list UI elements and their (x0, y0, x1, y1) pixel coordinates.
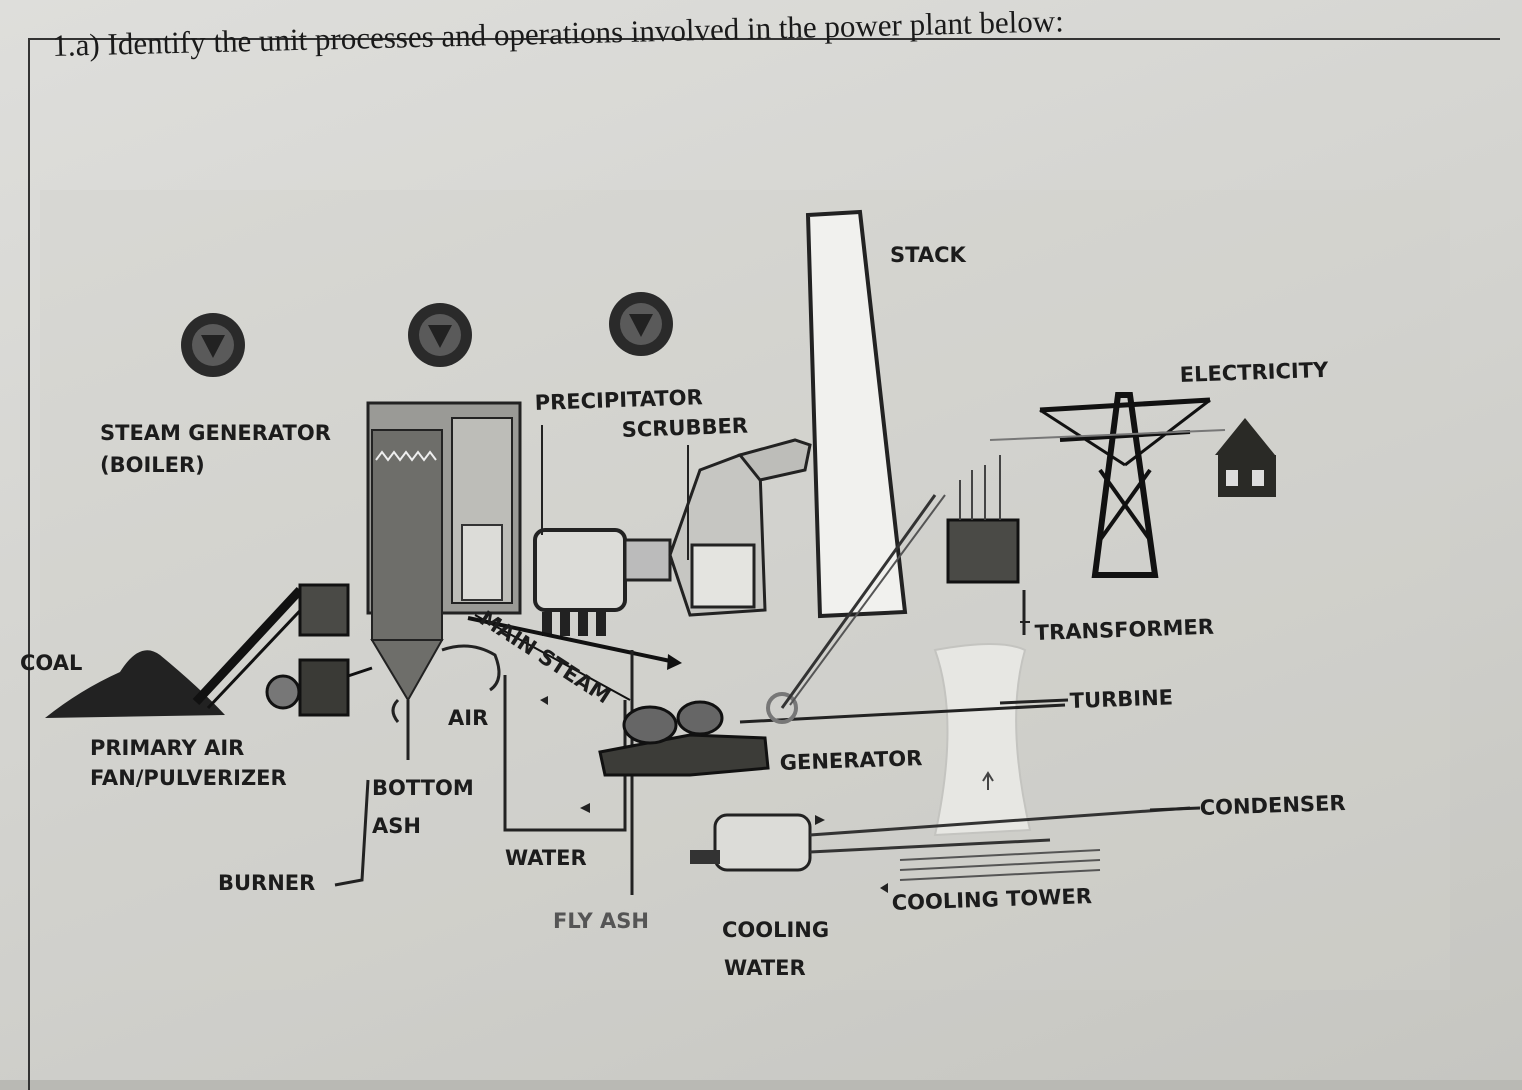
generator-label: GENERATOR (779, 746, 922, 775)
warning-icon (181, 313, 245, 377)
main-steam-line (467, 614, 682, 701)
warning-icon (609, 292, 673, 356)
cooling-water-label: WATER (724, 956, 806, 980)
burner-leader (334, 779, 370, 887)
house (1215, 418, 1276, 497)
coal-label: COAL (20, 651, 82, 675)
primary-air-label: PRIMARY AIR (90, 736, 244, 760)
transformer (946, 455, 1026, 635)
steam-generator-boiler (366, 401, 522, 760)
coal-conveyor (192, 583, 350, 710)
scrubber (623, 438, 812, 617)
condenser (690, 806, 1191, 893)
turbine-leader (999, 698, 1069, 705)
precipitator-label: PRECIPITATOR (534, 385, 703, 415)
question-box-border (28, 38, 1500, 1090)
coal-pile (45, 650, 225, 718)
boiler-label: (BOILER) (100, 453, 205, 477)
cooling-tower (933, 643, 1032, 837)
electricity-label: ELECTRICITY (1179, 358, 1329, 387)
pulverizer (265, 658, 373, 717)
stack-label: STACK (890, 243, 966, 267)
air-label: AIR (448, 706, 488, 730)
scrubber-label: SCRUBBER (621, 414, 748, 442)
transmission-tower (989, 392, 1226, 578)
ash-label: ASH (372, 814, 421, 838)
burner-label: BURNER (218, 871, 315, 895)
stack (805, 209, 908, 619)
condenser-leader (1149, 806, 1201, 812)
turbine-label: TURBINE (1069, 685, 1173, 713)
condenser-label: CONDENSER (1199, 791, 1346, 820)
generator (766, 494, 946, 724)
fly-ash-label: FLY ASH (553, 909, 649, 933)
precipitator (533, 425, 627, 636)
warning-icon (408, 303, 472, 367)
bottom-label: BOTTOM (372, 776, 474, 800)
turbine (598, 700, 1066, 777)
fan-pulverizer-label: FAN/PULVERIZER (90, 766, 287, 790)
cooling-label: COOLING (722, 918, 829, 942)
water-label: WATER (505, 846, 587, 870)
steam-generator-label: STEAM GENERATOR (100, 421, 331, 445)
